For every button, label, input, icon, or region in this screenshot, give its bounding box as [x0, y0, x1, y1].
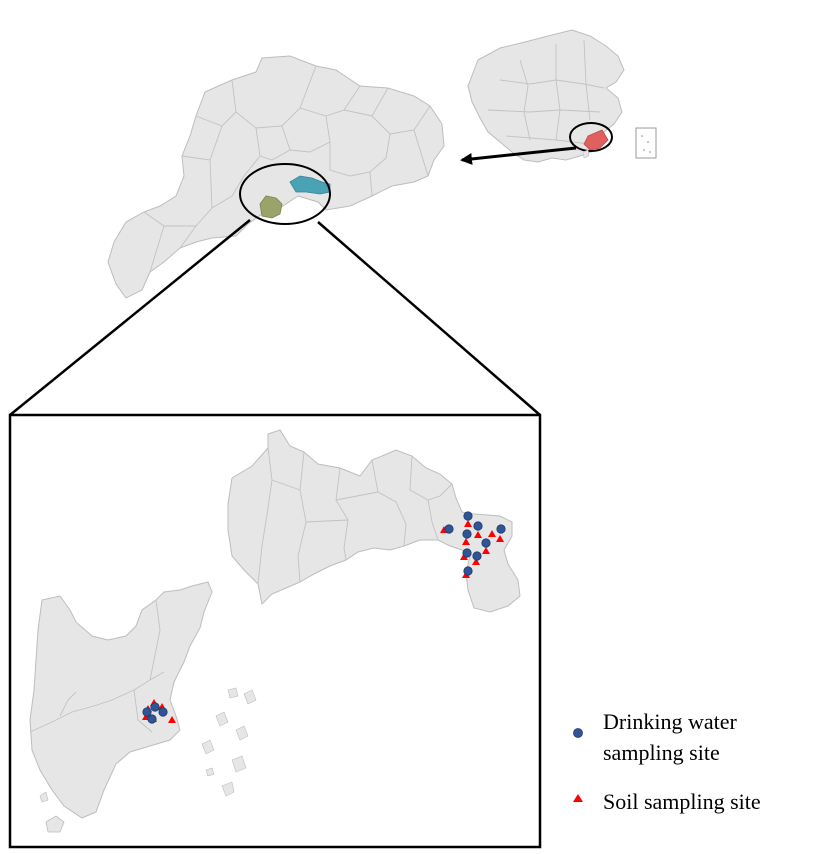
olive-highlight-area: [259, 195, 283, 219]
study-area-circle: [239, 163, 331, 225]
guangdong-map: [107, 55, 445, 299]
drinking-water-site-markers-west: [142, 702, 168, 724]
zoomed-map: [29, 429, 521, 833]
zoom-line-right: [317, 221, 541, 416]
legend-drinking-water-label-line2: sampling site: [603, 740, 720, 765]
legend-soil-marker: [573, 794, 583, 802]
guangdong-highlight: [583, 129, 609, 151]
legend-drinking-water-label-line1: Drinking water: [603, 709, 737, 734]
legend: Drinking water sampling site Soil sampli…: [573, 709, 761, 814]
sampling-sites-west: [142, 699, 176, 724]
inset-circle: [569, 122, 613, 152]
china-inset-map: [467, 29, 657, 163]
drinking-water-site-markers-east: [444, 511, 506, 576]
inset-arrow: [460, 146, 577, 165]
hainan-island: [582, 149, 590, 159]
sampling-sites-east: [440, 511, 506, 578]
zoom-line-left: [9, 219, 251, 416]
legend-drinking-water-marker: [573, 728, 583, 738]
south-sea-box: [635, 127, 657, 159]
legend-soil-label: Soil sampling site: [603, 789, 761, 814]
